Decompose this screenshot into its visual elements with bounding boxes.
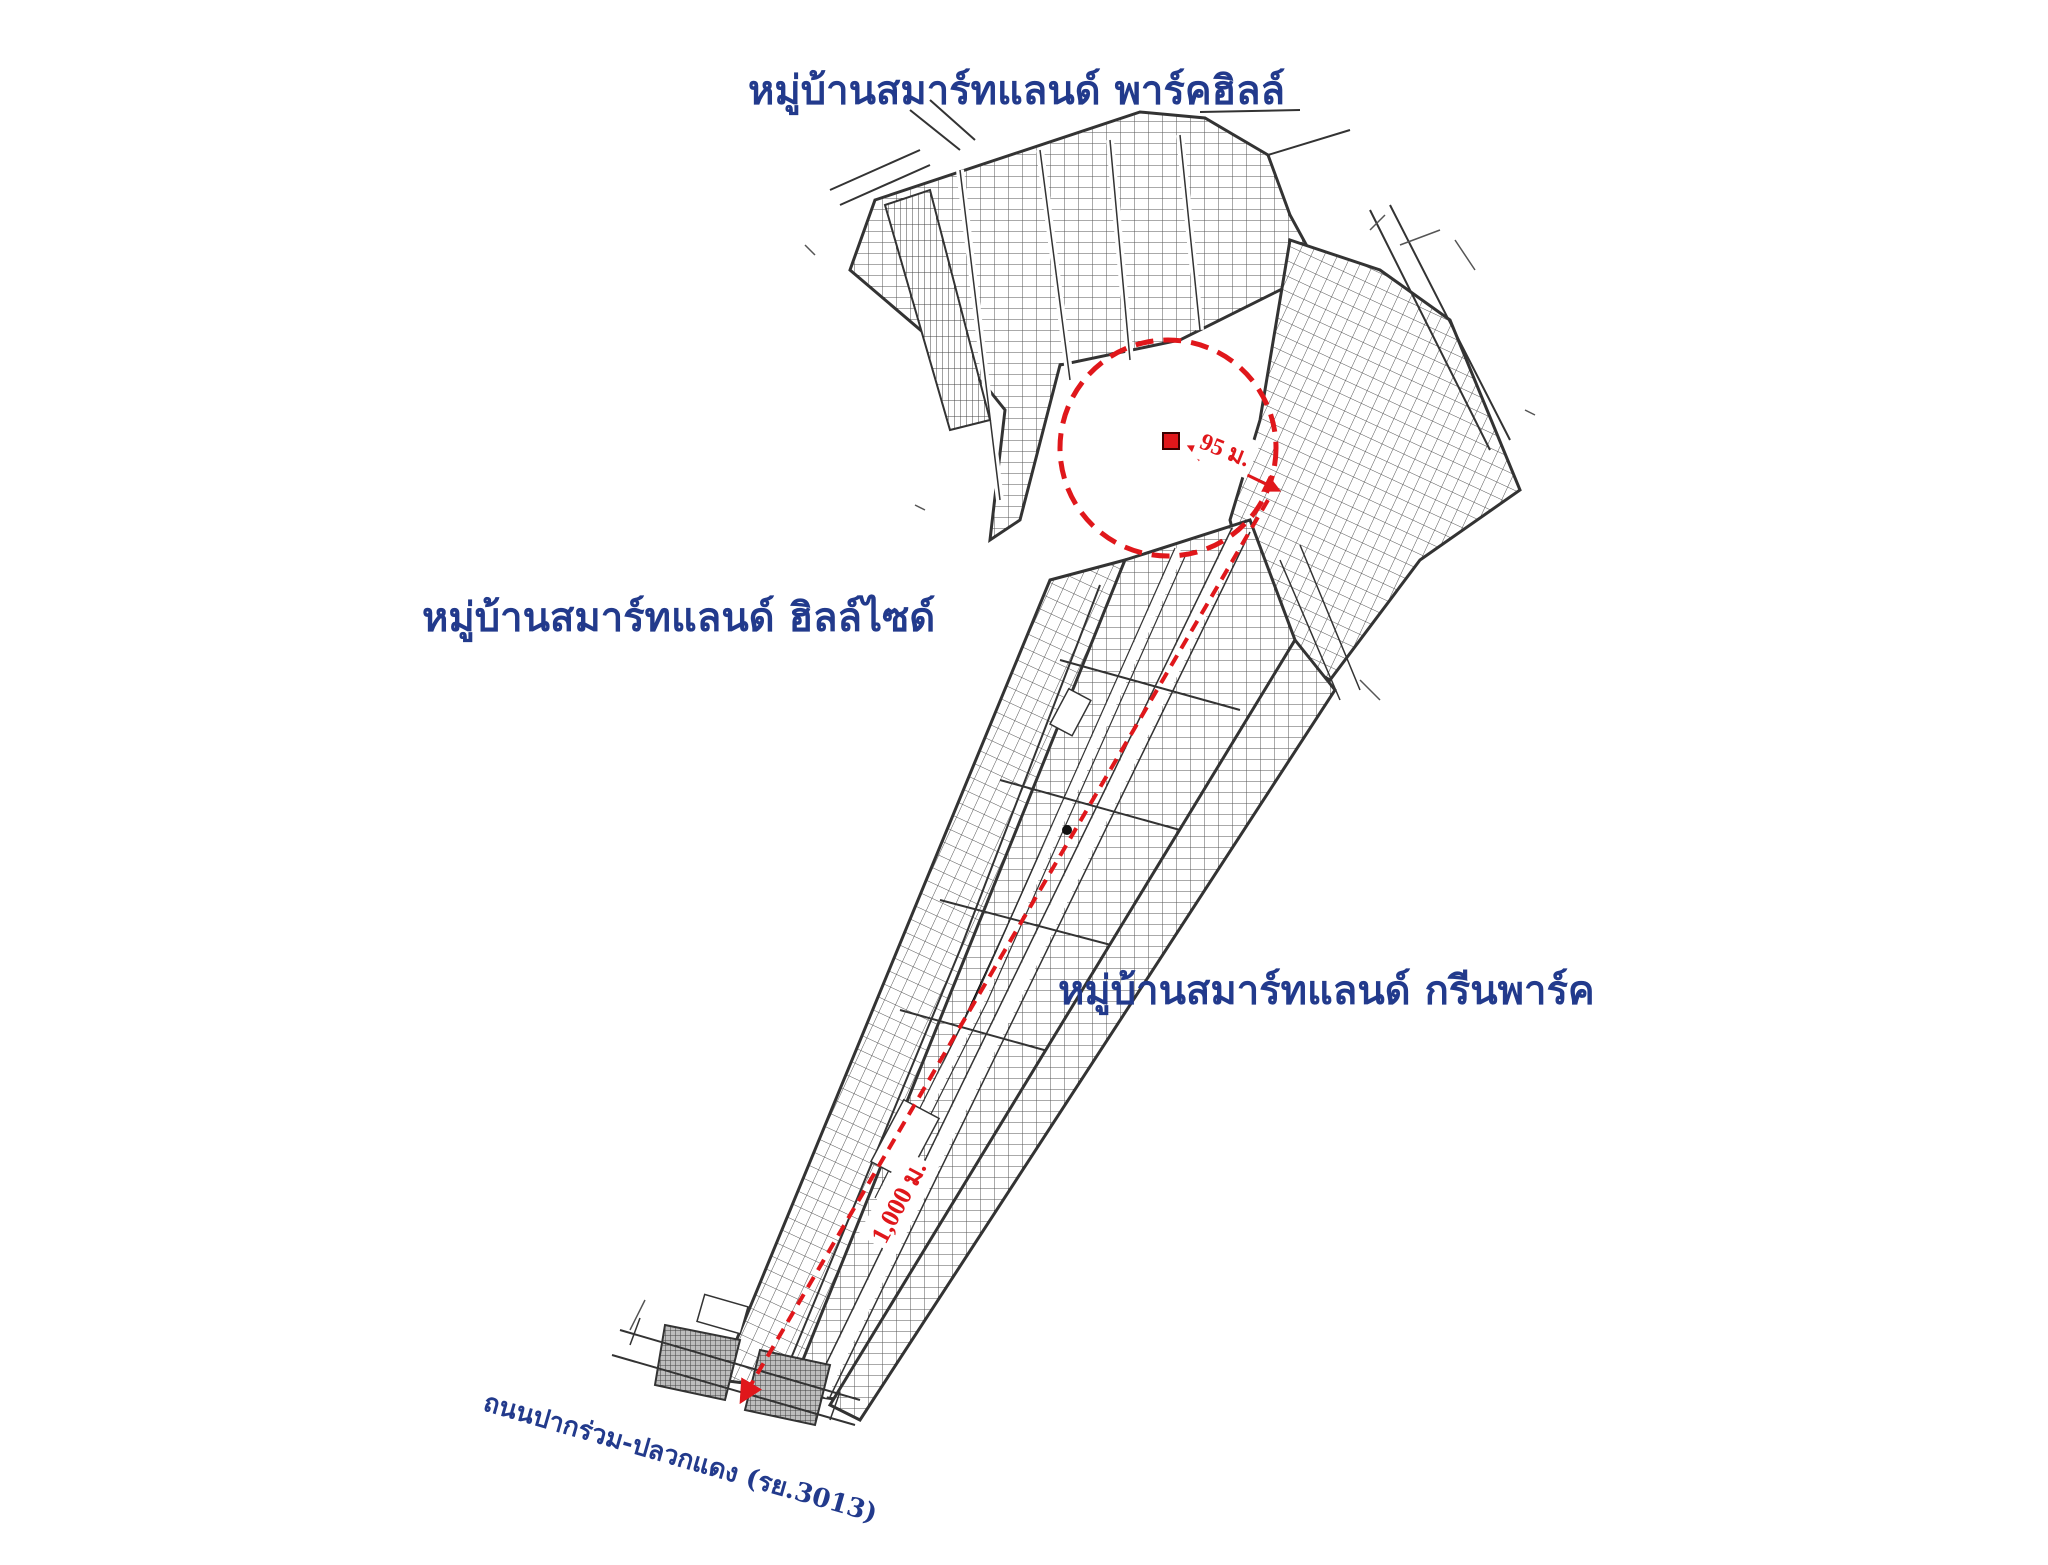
east-corridor [827, 637, 1337, 1422]
south-block [653, 1293, 832, 1427]
distance-1000-arrow [739, 498, 1270, 1405]
north-block [829, 99, 1351, 544]
village-label-park-hill: หมู่บ้านสมาร์ทแลนด์ พาร์คฮิลล์ [748, 67, 1286, 114]
property-marker [1162, 432, 1180, 450]
village-label-hillside: หมู่บ้านสมาร์ทแลนด์ ฮิลล์ไซด์ [422, 594, 936, 641]
plan-noise [629, 214, 1536, 1331]
village-label-green-park: หมู่บ้านสมาร์ทแลนด์ กรีนพาร์ค [1058, 967, 1595, 1014]
highway-road [611, 1317, 861, 1426]
